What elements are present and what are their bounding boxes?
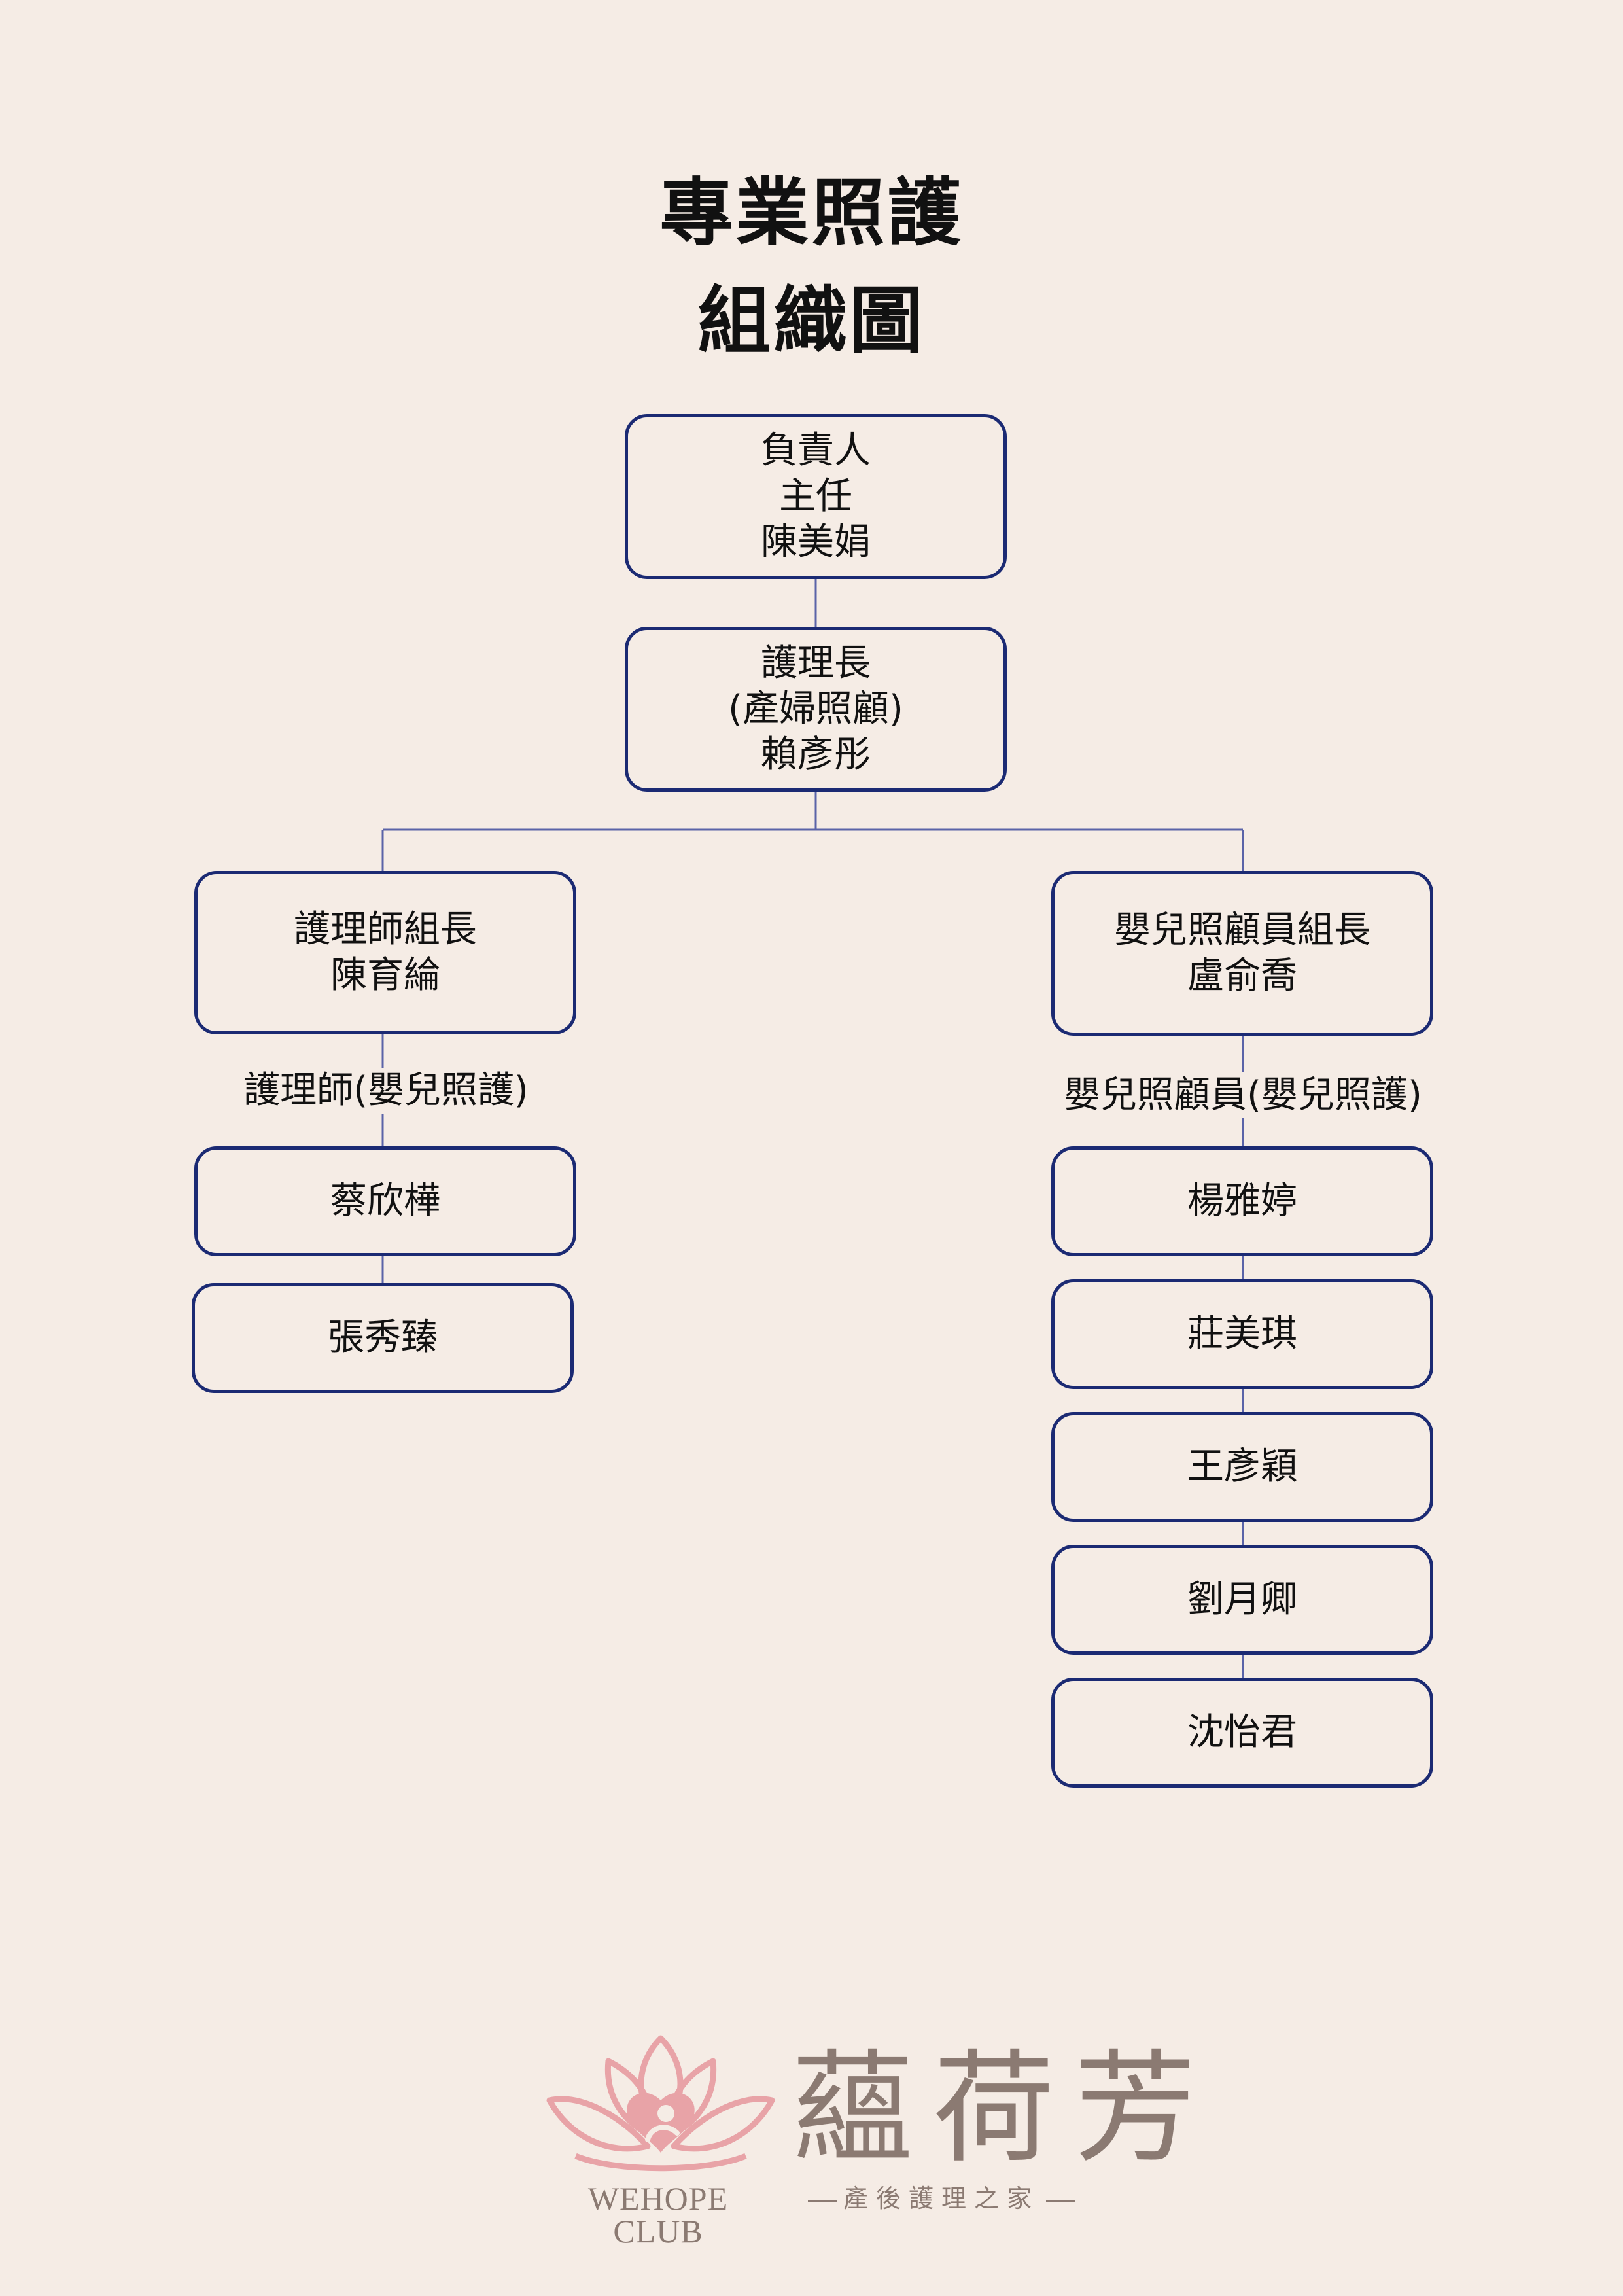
page-title-line-1: 專業照護 [659,171,964,256]
nurse-group-label: 護理師(嬰兒照護) [186,1068,585,1114]
node-nurse-member-2: 張秀臻 [192,1283,574,1393]
node-infant-leader-role: 嬰兒照顧員組長 [1114,909,1370,951]
node-head-nurse-scope: (產婦照顧) [728,688,903,730]
node-head-nurse-role: 護理長 [761,642,871,684]
infant-group-label: 嬰兒照顧員(嬰兒照護) [1040,1072,1446,1118]
lotus-logo-icon [546,2035,775,2172]
node-infant-leader: 嬰兒照顧員組長 盧俞喬 [1051,871,1433,1036]
node-infant-member-2: 莊美琪 [1051,1279,1433,1389]
node-infant-member-1: 楊雅婷 [1051,1146,1433,1256]
node-infant-member-5: 沈怡君 [1051,1678,1433,1788]
node-head-nurse-person: 賴彥彤 [761,733,871,776]
node-head-nurse: 護理長 (產婦照顧) 賴彥彤 [625,627,1007,792]
brand-tagline: 產後護理之家 [801,2182,1076,2215]
brand-name-english: WEHOPE CLUB [587,2180,729,2250]
node-head-title: 主任 [779,475,852,518]
node-infant-member-3: 王彥穎 [1051,1412,1433,1522]
node-head-person: 陳美娟 [761,521,871,563]
node-infant-leader-person: 盧俞喬 [1187,955,1297,997]
brand-name-chinese: 蘊荷芳 [792,2038,1216,2180]
node-head-role: 負責人 [761,429,871,472]
node-nurse-leader-role: 護理師組長 [294,908,477,951]
node-nurse-member-1: 蔡欣樺 [194,1146,576,1256]
node-infant-member-4: 劉月卿 [1051,1545,1433,1655]
page-title-line-2: 組織圖 [697,279,926,364]
node-nurse-leader-person: 陳育綸 [330,954,440,997]
node-head: 負責人 主任 陳美娟 [625,414,1007,579]
node-nurse-leader: 護理師組長 陳育綸 [194,871,576,1034]
